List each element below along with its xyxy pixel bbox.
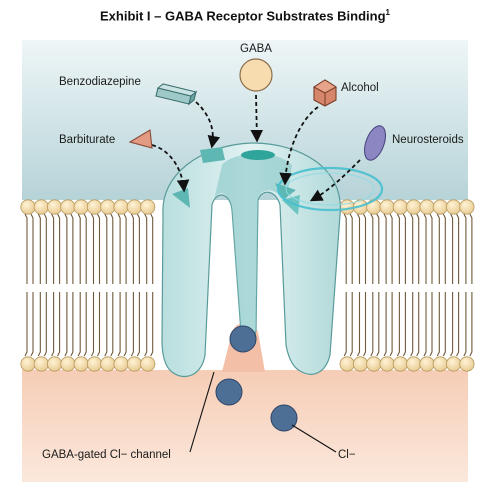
leader-channel [189, 371, 215, 453]
leader-chloride [291, 424, 337, 453]
lipid-head [46, 356, 63, 372]
lipid-head [406, 356, 422, 372]
lipid-head [432, 356, 448, 372]
label-neurosteroids: Neurosteroids [392, 134, 464, 146]
lipid-head [379, 199, 395, 215]
arrow-gaba [250, 94, 264, 143]
lipid-heads-outer [20, 199, 475, 215]
benzodiazepine-molecule-icon [155, 83, 198, 106]
lipid-heads-inner [20, 356, 475, 372]
lipid-head [379, 356, 395, 372]
chloride-ion-icon [229, 325, 257, 353]
lipid-head [419, 199, 435, 215]
lipid-head [140, 199, 156, 215]
neurosteroid-molecule-icon [363, 125, 387, 161]
arrow-benzodiazepine [195, 101, 221, 149]
lipid-head [140, 356, 156, 372]
chloride-ion-icon [215, 378, 243, 406]
lipid-head [100, 199, 116, 215]
label-alcohol: Alcohol [341, 82, 379, 94]
gaba-molecule-icon [239, 58, 273, 92]
alcohol-molecule-icon [313, 79, 337, 107]
chloride-ion-icon [270, 404, 298, 432]
lipid-head [33, 199, 49, 215]
lipid-head [419, 356, 435, 372]
lipid-head [86, 199, 103, 215]
label-gaba: GABA [240, 43, 272, 55]
lipid-head [459, 356, 475, 372]
channel-core [214, 153, 292, 348]
intracellular-space [22, 370, 468, 482]
lipid-head [432, 199, 448, 215]
lipid-head [366, 356, 382, 372]
gaba-binding-site [241, 150, 275, 160]
lipid-head [86, 356, 103, 372]
label-benzodiazepine: Benzodiazepine [59, 76, 141, 88]
gaba-receptor-channel [161, 142, 341, 377]
arrow-alcohol [279, 106, 319, 186]
lipid-head [33, 356, 49, 372]
lipid-head [445, 199, 462, 215]
lipid-head [46, 199, 63, 215]
figure-title-text: Exhibit I – GABA Receptor Substrates Bin… [99, 8, 386, 24]
lipid-head [445, 356, 462, 372]
lipid-head [20, 199, 36, 215]
arrow-neurosteroids [309, 159, 361, 202]
neurosteroid-ring-inner [285, 172, 375, 206]
alcohol-binding-site [275, 183, 296, 200]
lipid-head [113, 199, 129, 215]
benzodiazepine-binding-site [200, 147, 225, 163]
binding-arrows [151, 94, 361, 202]
lipid-head [339, 356, 355, 372]
chloride-ions [215, 325, 298, 432]
lipid-head [113, 356, 129, 372]
lipid-head [20, 356, 36, 372]
lipid-head [352, 356, 369, 372]
barbiturate-molecule-icon [128, 129, 153, 149]
lipid-head [392, 199, 408, 215]
lipid-tails [24, 213, 473, 357]
lipid-head [392, 356, 408, 372]
lipid-head [60, 356, 76, 372]
neurosteroid-ring [276, 166, 384, 212]
lipid-head [126, 199, 142, 215]
lipid-head [406, 199, 422, 215]
label-barbiturate: Barbiturate [59, 134, 115, 146]
figure-title: Exhibit I – GABA Receptor Substrates Bin… [0, 8, 490, 23]
lipid-head [459, 199, 475, 215]
lipid-head [60, 199, 76, 215]
label-channel: GABA-gated Cl− channel [42, 449, 171, 461]
label-chloride: Cl− [338, 449, 356, 461]
lipid-head [126, 356, 142, 372]
lipid-head [73, 356, 89, 372]
title-footnote: 1 [385, 8, 390, 17]
lipid-head [73, 199, 89, 215]
lipid-head [100, 356, 116, 372]
barbiturate-binding-site [172, 188, 190, 208]
